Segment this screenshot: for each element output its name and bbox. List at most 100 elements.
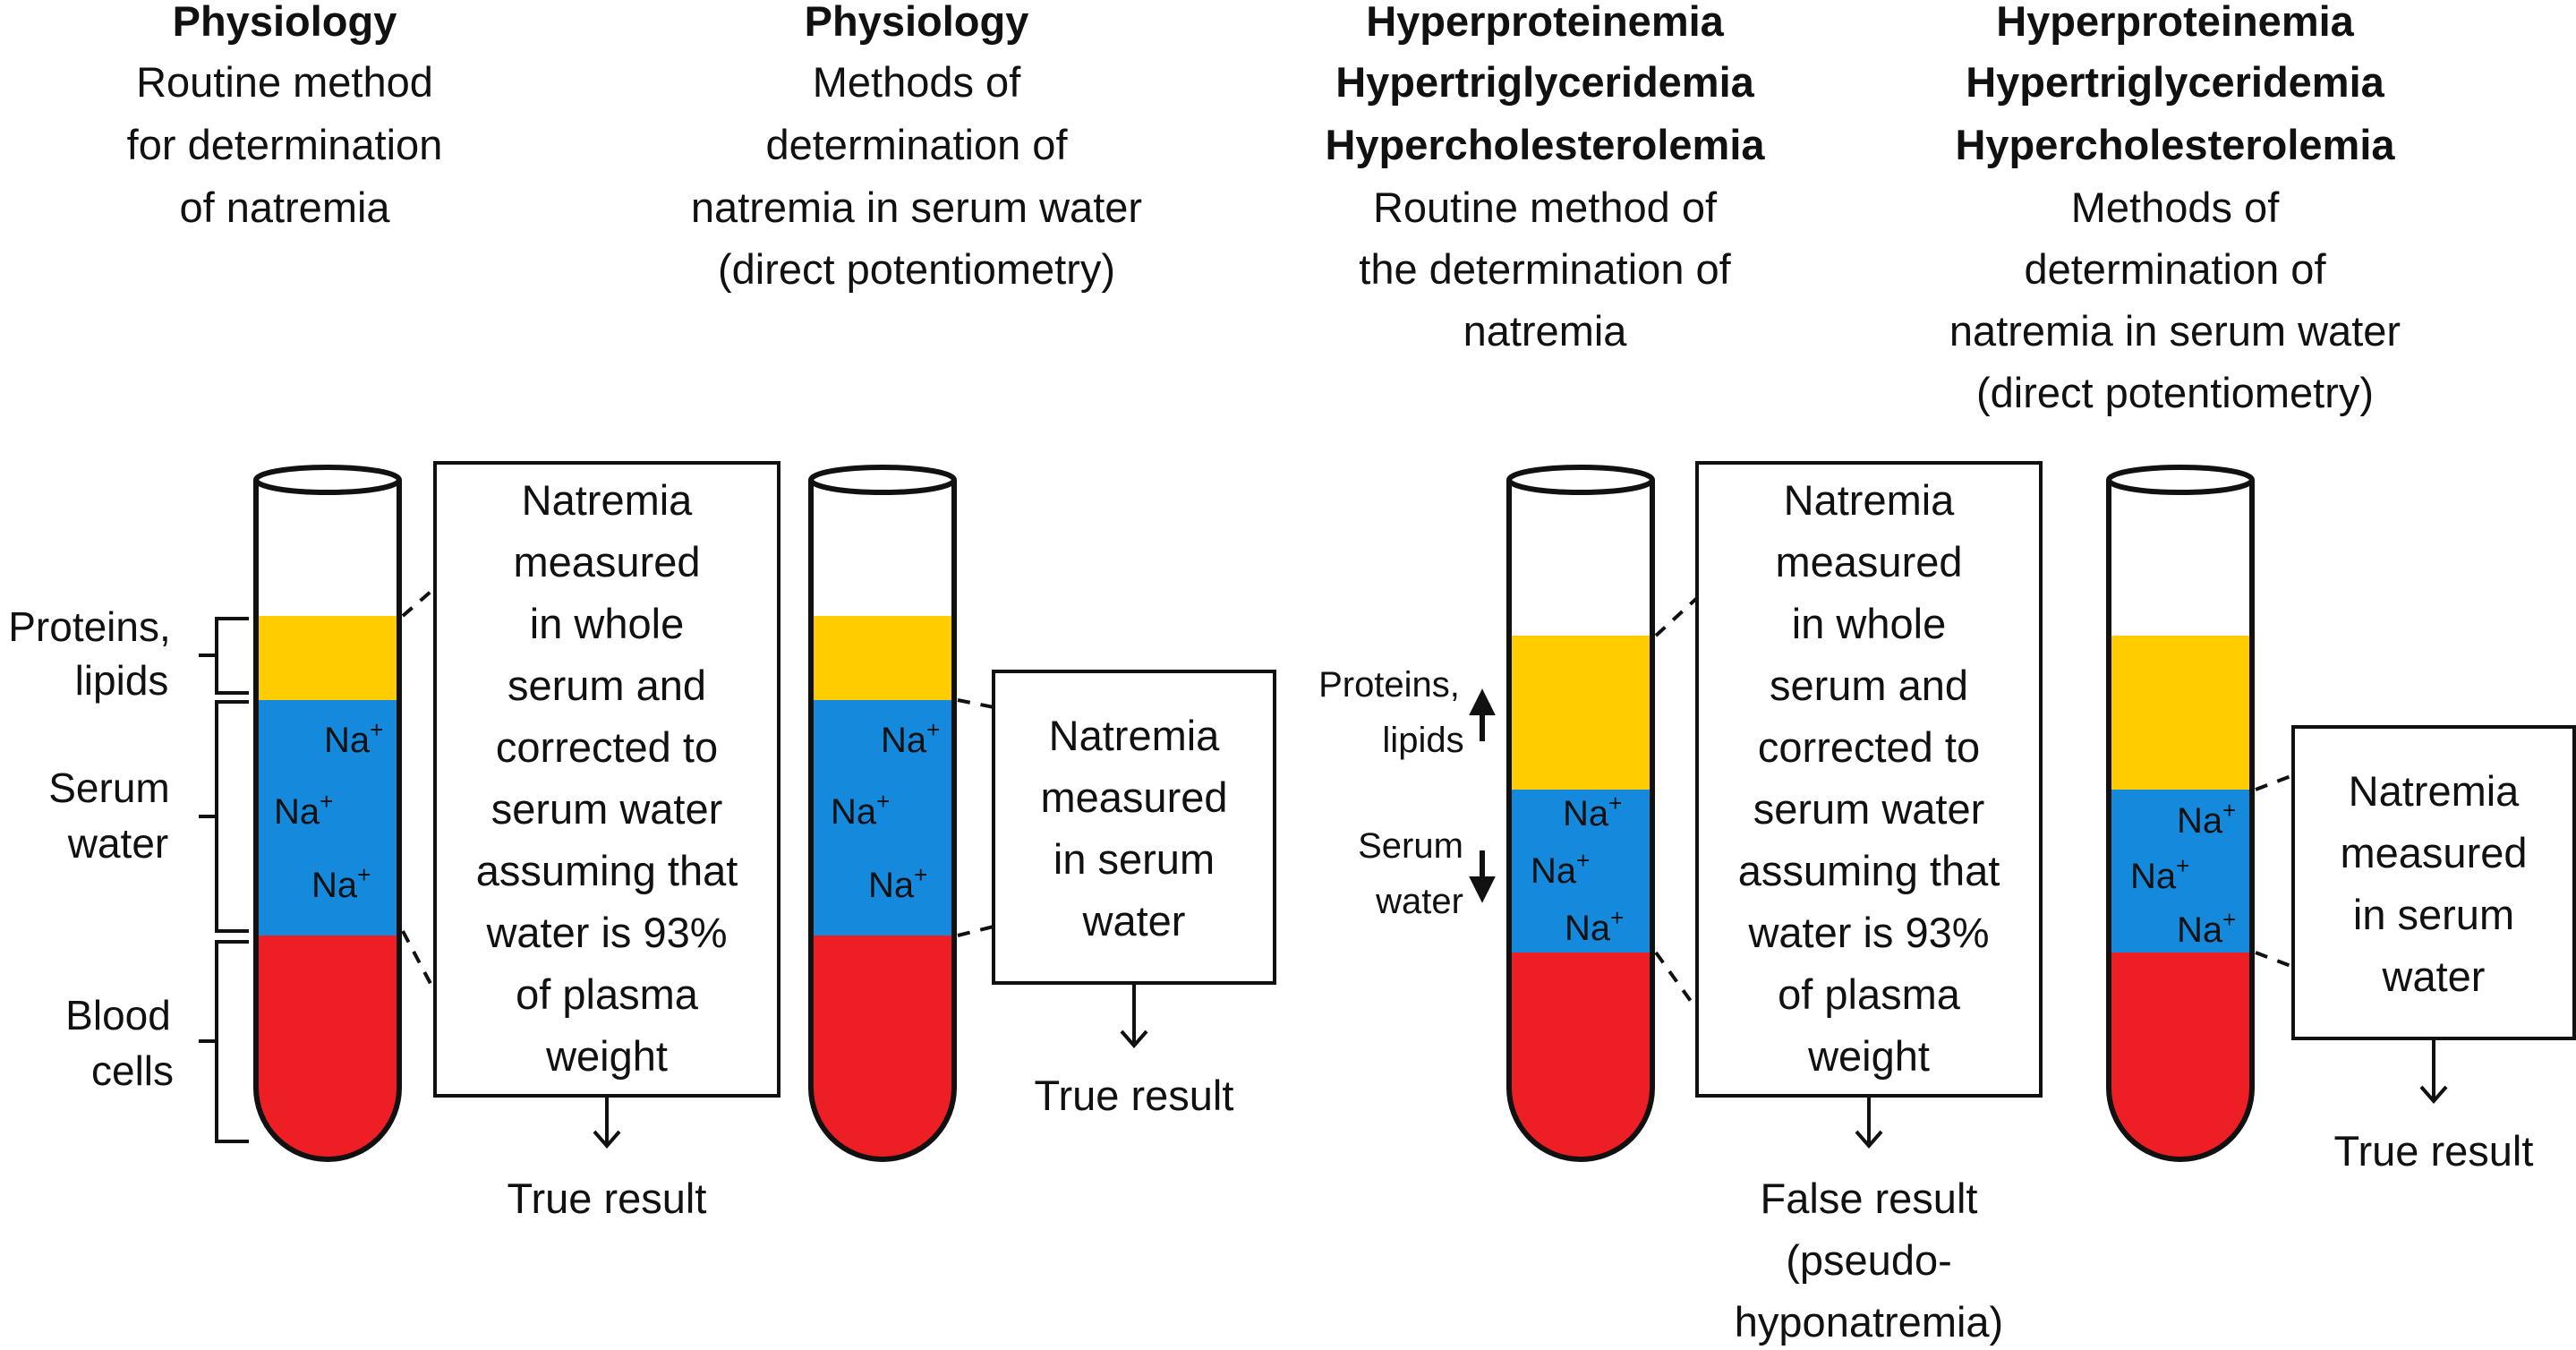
sodium-ion-label: Na+: [1531, 847, 1590, 891]
box-text-line: serum and: [1770, 662, 1968, 709]
tube-rim: [1506, 465, 1655, 495]
tube-lipid-layer: [811, 616, 954, 700]
sodium-ion-label: Na+: [2177, 906, 2236, 950]
panel-1-subtitle-line: for determination: [127, 121, 443, 168]
down-arrow: [593, 1098, 621, 1149]
box-text-line: water is 93%: [1747, 909, 1989, 956]
label-serum-water: water: [67, 820, 168, 867]
panel-3-subtitle-line: the determination of: [1359, 245, 1731, 293]
tube-serum-water-layer: [2109, 790, 2252, 953]
label-proteins-lipids: Proteins,: [8, 603, 171, 650]
panel-4-title-line: Hypercholesterolemia: [1955, 121, 2395, 168]
panel-4-subtitle-line: determination of: [2024, 245, 2326, 293]
box-text-line: weight: [1807, 1032, 1930, 1080]
dashed-connector: [957, 698, 994, 709]
sodium-ion-label: Na+: [881, 716, 940, 760]
box-text-line: assuming that: [476, 847, 738, 894]
box-text-line: serum water: [491, 785, 723, 833]
panel-4-title-line: Hypertriglyceridemia: [1966, 58, 2384, 106]
method-box: [992, 670, 1276, 985]
test-tube-3: Na+ Na+ Na+: [1506, 465, 1655, 1162]
box-text-line: of plasma: [1778, 970, 1961, 1018]
box-text-line: water is 93%: [485, 909, 727, 956]
tube-blood-cells-layer: [256, 936, 399, 1159]
box-text-line: serum and: [508, 662, 706, 709]
label-proteins-lipids: Proteins,: [1318, 665, 1460, 705]
dashed-connector: [1654, 596, 1699, 637]
box-text-line: water: [2382, 953, 2486, 1000]
brace-proteins-lipids: [199, 617, 249, 695]
sodium-ion-label: Na+: [2177, 797, 2236, 841]
test-tube-4: Na+ Na+ Na+: [2106, 465, 2255, 1162]
box-text-line: water: [1082, 897, 1186, 944]
panel-2-subtitle-line: Methods of: [813, 58, 1021, 106]
panel-2-title: Physiology: [805, 0, 1029, 45]
tube-blood-cells-layer: [1509, 953, 1652, 1159]
panel-2-subtitle-line: natremia in serum water: [691, 184, 1142, 231]
dashed-connector: [2255, 951, 2294, 969]
down-arrow: [1855, 1098, 1883, 1149]
panel-4-title-line: Hyperproteinemia: [1996, 0, 2354, 45]
tube-rim: [253, 465, 402, 495]
panel-3-subtitle-line: Routine method of: [1373, 184, 1718, 231]
decrease-arrow-icon: [1469, 850, 1496, 903]
tube-outline: [2106, 480, 2255, 1162]
box-text-line: in whole: [1792, 600, 1946, 647]
label-blood-cells: Blood: [65, 992, 171, 1038]
tube-outline: [1506, 480, 1655, 1162]
box-text-line: measured: [2341, 829, 2528, 876]
test-tube-2: Na+ Na+ Na+: [808, 465, 957, 1162]
label-proteins-lipids: lipids: [1382, 721, 1463, 760]
panel-1-title: Physiology: [173, 0, 397, 45]
brace-blood-cells: [199, 940, 249, 1143]
box-text-line: corrected to: [496, 723, 718, 771]
result-label: True result: [1035, 1072, 1234, 1119]
tube-serum-water-layer: [256, 700, 399, 936]
routine-method-box-3: Natremia measured in whole serum and cor…: [1654, 461, 2043, 1346]
result-label: (pseudo-: [1786, 1236, 1952, 1284]
box-text-line: Natremia: [522, 476, 694, 524]
direct-method-box-4: Natremia measured in serum water True re…: [2255, 725, 2576, 1175]
sodium-ion-label: Na+: [1565, 904, 1624, 948]
layer-side-labels: Proteins, lipids Serum water Blood cells: [8, 603, 174, 1094]
sodium-ion-label: Na+: [2130, 852, 2189, 896]
layer-braces: [199, 617, 249, 1143]
down-arrow: [1120, 985, 1148, 1049]
dashed-connector: [1654, 951, 1699, 1012]
label-serum-water: Serum: [48, 765, 169, 811]
tube-serum-water-layer: [811, 700, 954, 936]
result-label: True result: [508, 1175, 707, 1222]
routine-method-box-1: Natremia measured in whole serum and cor…: [401, 461, 780, 1222]
panel-3-header: Hyperproteinemia Hypertriglyceridemia Hy…: [1325, 0, 1765, 355]
panel-1-subtitle-line: of natremia: [179, 184, 390, 231]
dashed-connector: [2255, 773, 2294, 791]
box-text-line: of plasma: [516, 970, 699, 1018]
test-tube-1: Na+ Na+ Na+: [253, 465, 402, 1162]
tube-outline: [808, 480, 957, 1162]
sodium-ion-label: Na+: [831, 788, 890, 832]
panel-2-header: Physiology Methods of determination of n…: [691, 0, 1142, 293]
tube-blood-cells-layer: [2109, 953, 2252, 1159]
tube-lipid-layer: [1509, 636, 1652, 790]
panel-3-title-line: Hyperproteinemia: [1366, 0, 1724, 45]
tube-rim: [2106, 465, 2255, 495]
panel-3-title-line: Hypercholesterolemia: [1325, 121, 1765, 168]
direct-method-box-2: Natremia measured in serum water True re…: [957, 670, 1276, 1119]
box-text-line: Natremia: [1784, 476, 1956, 524]
tube-rim: [808, 465, 957, 495]
sodium-ion-label: Na+: [311, 861, 371, 905]
panel-1-header: Physiology Routine method for determinat…: [127, 0, 443, 231]
label-blood-cells: cells: [91, 1047, 174, 1094]
result-label: hyponatremia): [1735, 1298, 2003, 1346]
box-text-line: Natremia: [2349, 767, 2521, 815]
panel-4-subtitle-line: (direct potentiometry): [1976, 369, 2374, 416]
tube-lipid-layer: [2109, 636, 2252, 790]
tube-lipid-layer: [256, 616, 399, 700]
sodium-ion-label: Na+: [868, 861, 927, 905]
box-text-line: measured: [514, 538, 701, 585]
sodium-ion-label: Na+: [274, 788, 333, 832]
panel-3-title-line: Hypertriglyceridemia: [1335, 58, 1754, 106]
brace-serum-water: [199, 700, 249, 933]
box-text-line: in serum: [1053, 835, 1215, 883]
box-text-line: measured: [1776, 538, 1963, 585]
